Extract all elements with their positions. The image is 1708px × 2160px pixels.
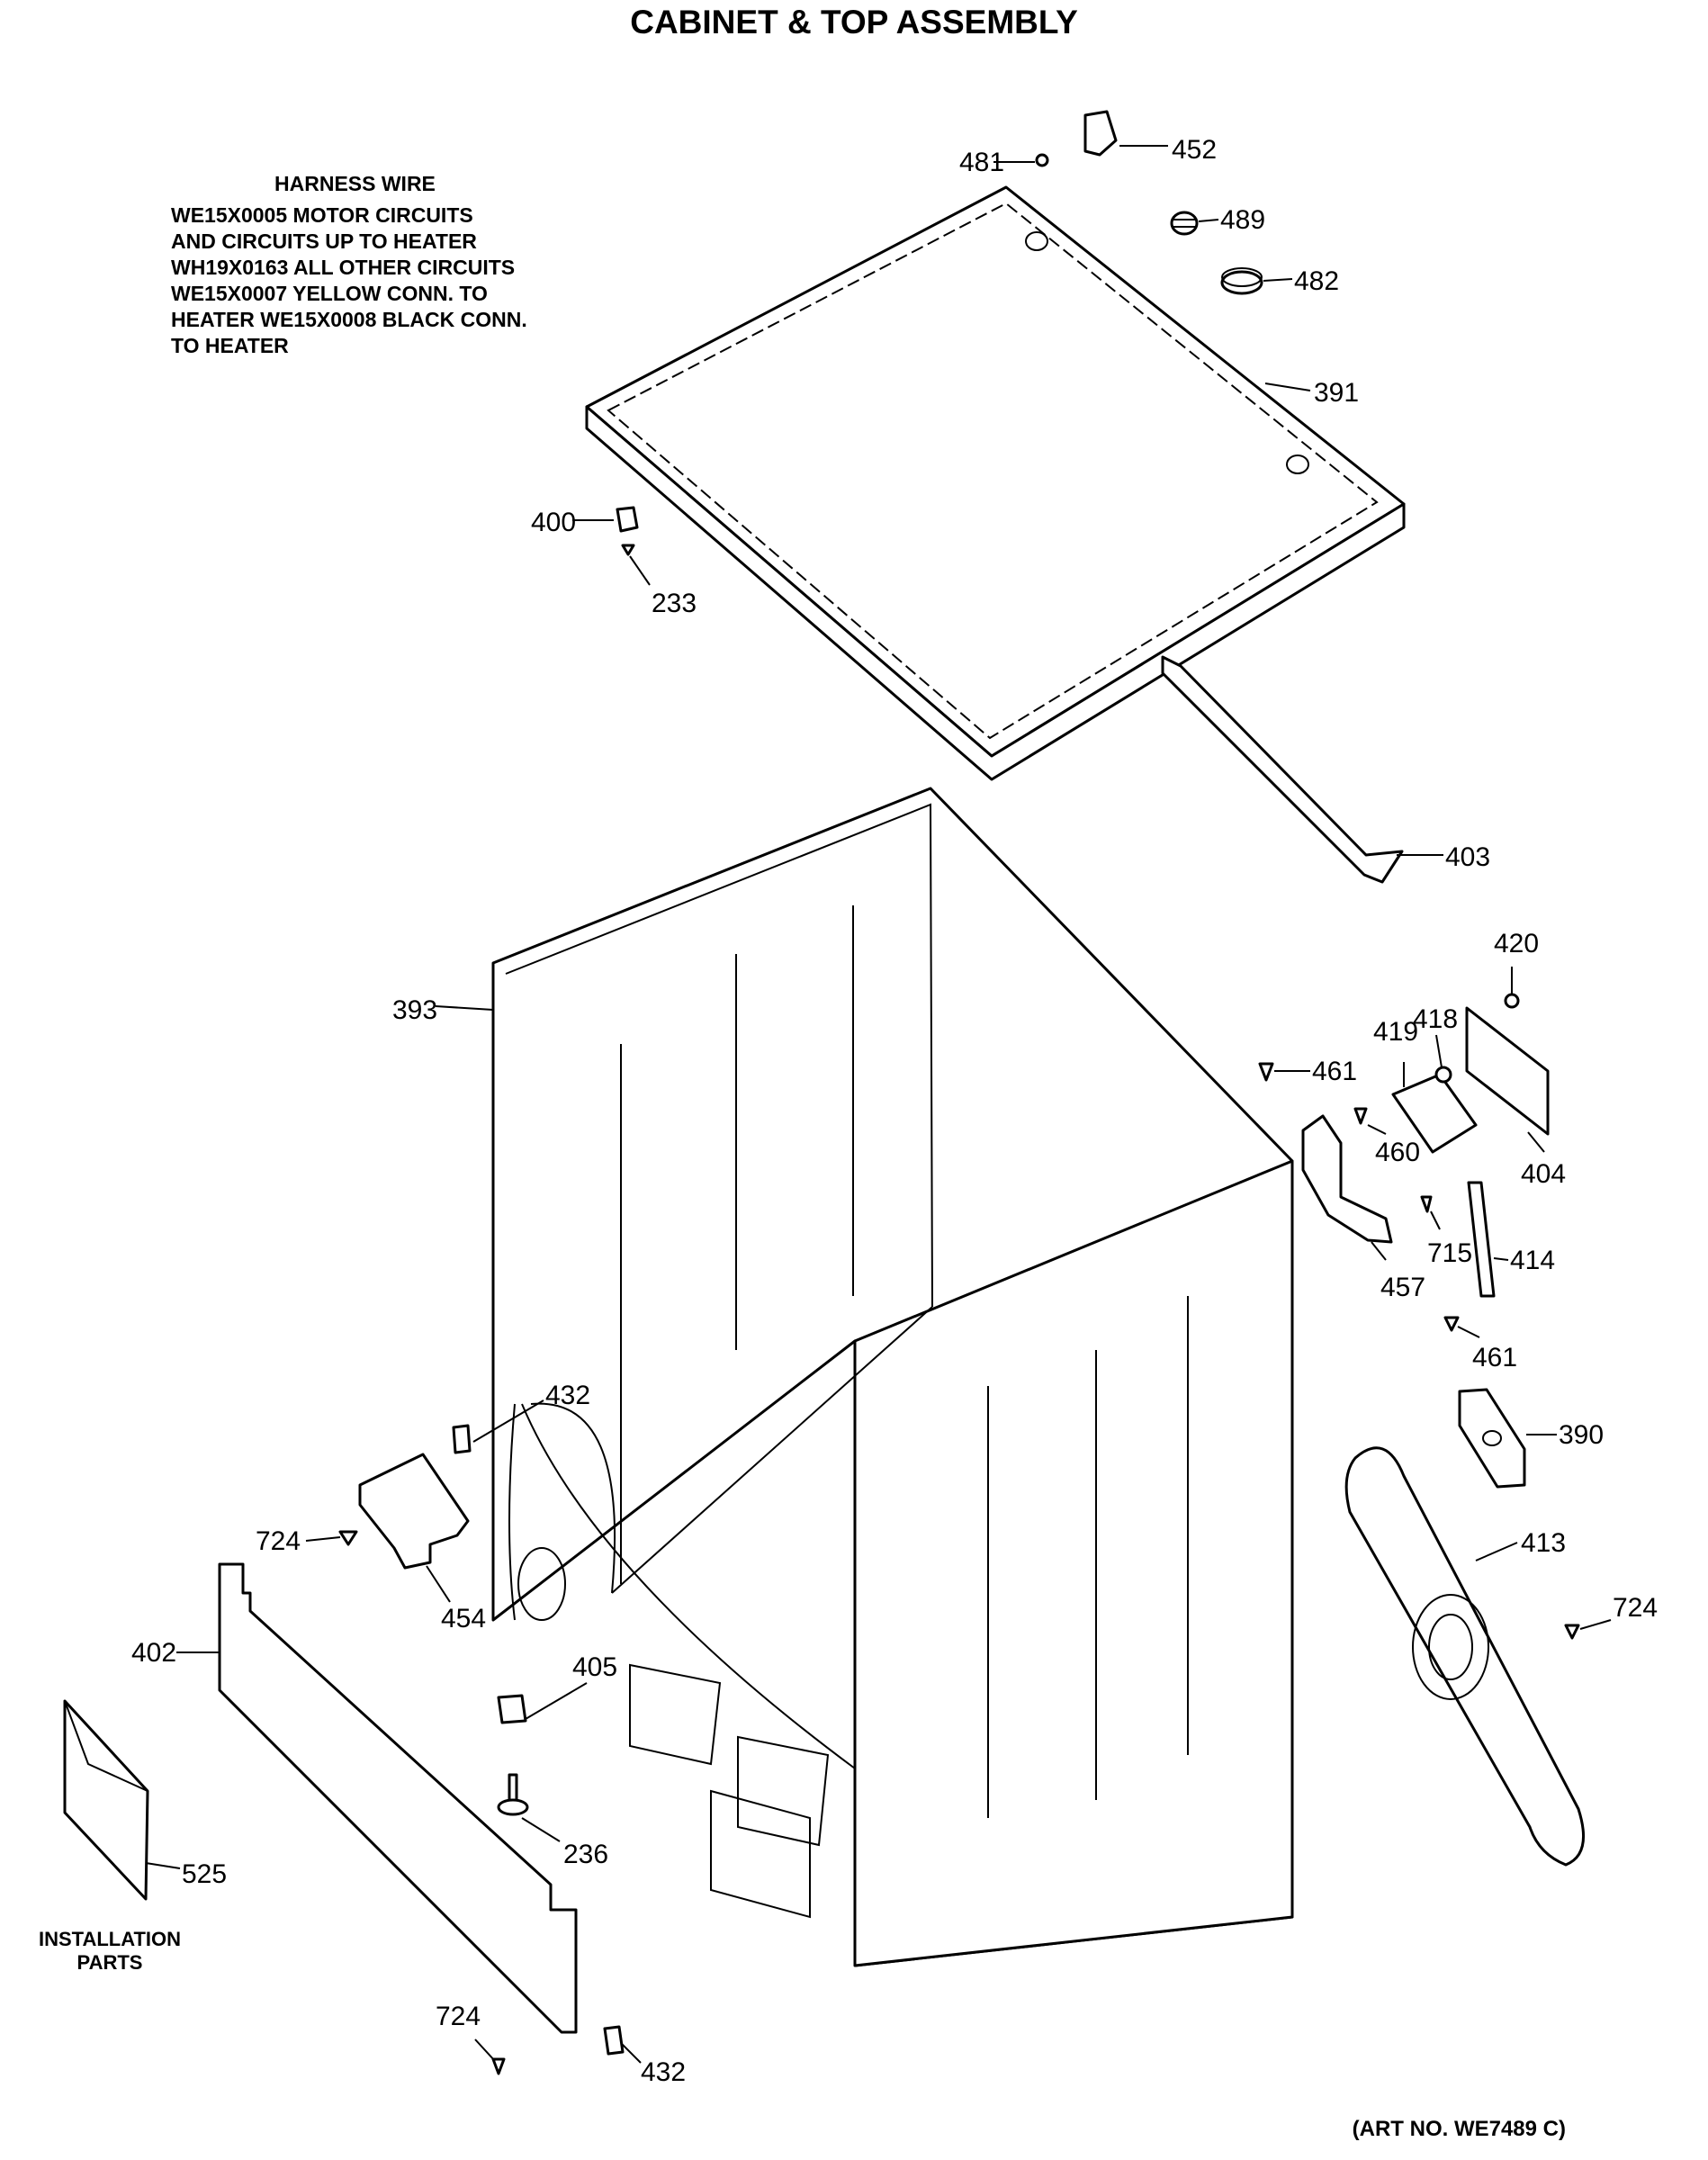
part-label-403: 403	[1445, 842, 1490, 872]
installation-parts-envelope	[63, 1699, 149, 1901]
screw-724-left	[338, 1530, 358, 1546]
plug-482	[1220, 267, 1263, 295]
part-label-525: 525	[182, 1859, 227, 1889]
bracket-457	[1301, 1114, 1393, 1244]
part-label-419: 419	[1373, 1017, 1418, 1047]
part-label-489: 489	[1220, 205, 1265, 235]
part-label-400: 400	[531, 508, 576, 537]
part-label-724-right: 724	[1613, 1593, 1658, 1623]
harness-note-line: AND CIRCUITS UP TO HEATER	[171, 230, 477, 253]
part-label-457: 457	[1380, 1273, 1425, 1302]
strap-414	[1467, 1181, 1496, 1298]
art-number: (ART NO. WE7489 C)	[1352, 2117, 1566, 2141]
rear-brace	[1161, 655, 1404, 884]
screw-420	[1504, 993, 1520, 1009]
harness-note-line: WE15X0005 MOTOR CIRCUITS	[171, 203, 473, 227]
screw-460	[1353, 1107, 1368, 1125]
top-panel	[585, 185, 1406, 781]
part-label-461-upper: 461	[1312, 1057, 1357, 1086]
cabinet	[491, 787, 1294, 1967]
part-label-432-lower: 432	[641, 2057, 686, 2087]
diagram-title: CABINET & TOP ASSEMBLY	[630, 4, 1078, 40]
part-label-414: 414	[1510, 1246, 1555, 1275]
part-label-393: 393	[392, 995, 437, 1025]
nut-418	[1434, 1066, 1452, 1084]
screw-233	[621, 544, 635, 556]
hinge-clip	[1083, 110, 1118, 157]
part-label-391: 391	[1314, 378, 1359, 408]
harness-note-line: TO HEATER	[171, 334, 289, 357]
harness-note-line: WH19X0163 ALL OTHER CIRCUITS	[171, 256, 516, 279]
part-label-724-bottom: 724	[436, 2002, 481, 2031]
part-label-233: 233	[652, 589, 697, 618]
harness-note-line: WE15X0007 YELLOW CONN. TO	[171, 282, 488, 305]
part-label-715: 715	[1427, 1238, 1472, 1268]
part-label-236: 236	[563, 1840, 608, 1869]
part-label-452: 452	[1172, 135, 1217, 165]
toe-panel-402	[218, 1562, 578, 2034]
screw-715	[1420, 1195, 1433, 1213]
installation-label-line1: INSTALLATION	[39, 1928, 181, 1950]
part-label-724-left: 724	[256, 1526, 301, 1556]
bumper-489	[1170, 211, 1199, 236]
screw-724-bottom	[491, 2057, 506, 2075]
part-label-390: 390	[1559, 1420, 1604, 1450]
leveling-leg-236	[497, 1773, 529, 1816]
part-label-454: 454	[441, 1604, 486, 1634]
clip-400	[616, 506, 639, 533]
screw-461-lower	[1443, 1316, 1460, 1332]
screw-724-right	[1564, 1624, 1580, 1640]
part-label-413: 413	[1521, 1528, 1566, 1558]
harness-wire-note: HARNESS WIRE WE15X0005 MOTOR CIRCUITS AN…	[171, 171, 621, 359]
clip-432-upper	[452, 1424, 472, 1454]
harness-note-title: HARNESS WIRE	[274, 172, 436, 195]
installation-label-line2: PARTS	[77, 1951, 143, 1974]
terminal-block-419	[1391, 1073, 1478, 1154]
part-label-481: 481	[959, 148, 1004, 177]
rear-panel-413	[1344, 1446, 1586, 1867]
bracket-454	[358, 1453, 470, 1570]
part-label-432-upper: 432	[545, 1381, 590, 1410]
part-label-405: 405	[572, 1652, 617, 1682]
part-label-420: 420	[1494, 929, 1539, 958]
clip-432-lower	[603, 2025, 625, 2056]
clip-405	[497, 1694, 527, 1724]
part-label-404: 404	[1521, 1159, 1566, 1189]
bracket-390	[1458, 1388, 1526, 1489]
screw-461-upper	[1258, 1062, 1274, 1082]
part-label-482: 482	[1294, 266, 1339, 296]
leader-lines	[145, 145, 1612, 2064]
harness-note-line: HEATER WE15X0008 BLACK CONN.	[171, 308, 527, 331]
clip-481	[1035, 153, 1049, 167]
cover-plate-404	[1465, 1006, 1550, 1136]
part-label-402: 402	[131, 1638, 176, 1668]
part-label-461-lower: 461	[1472, 1343, 1517, 1372]
part-label-460: 460	[1375, 1138, 1420, 1167]
part-label-418: 418	[1413, 1004, 1458, 1034]
